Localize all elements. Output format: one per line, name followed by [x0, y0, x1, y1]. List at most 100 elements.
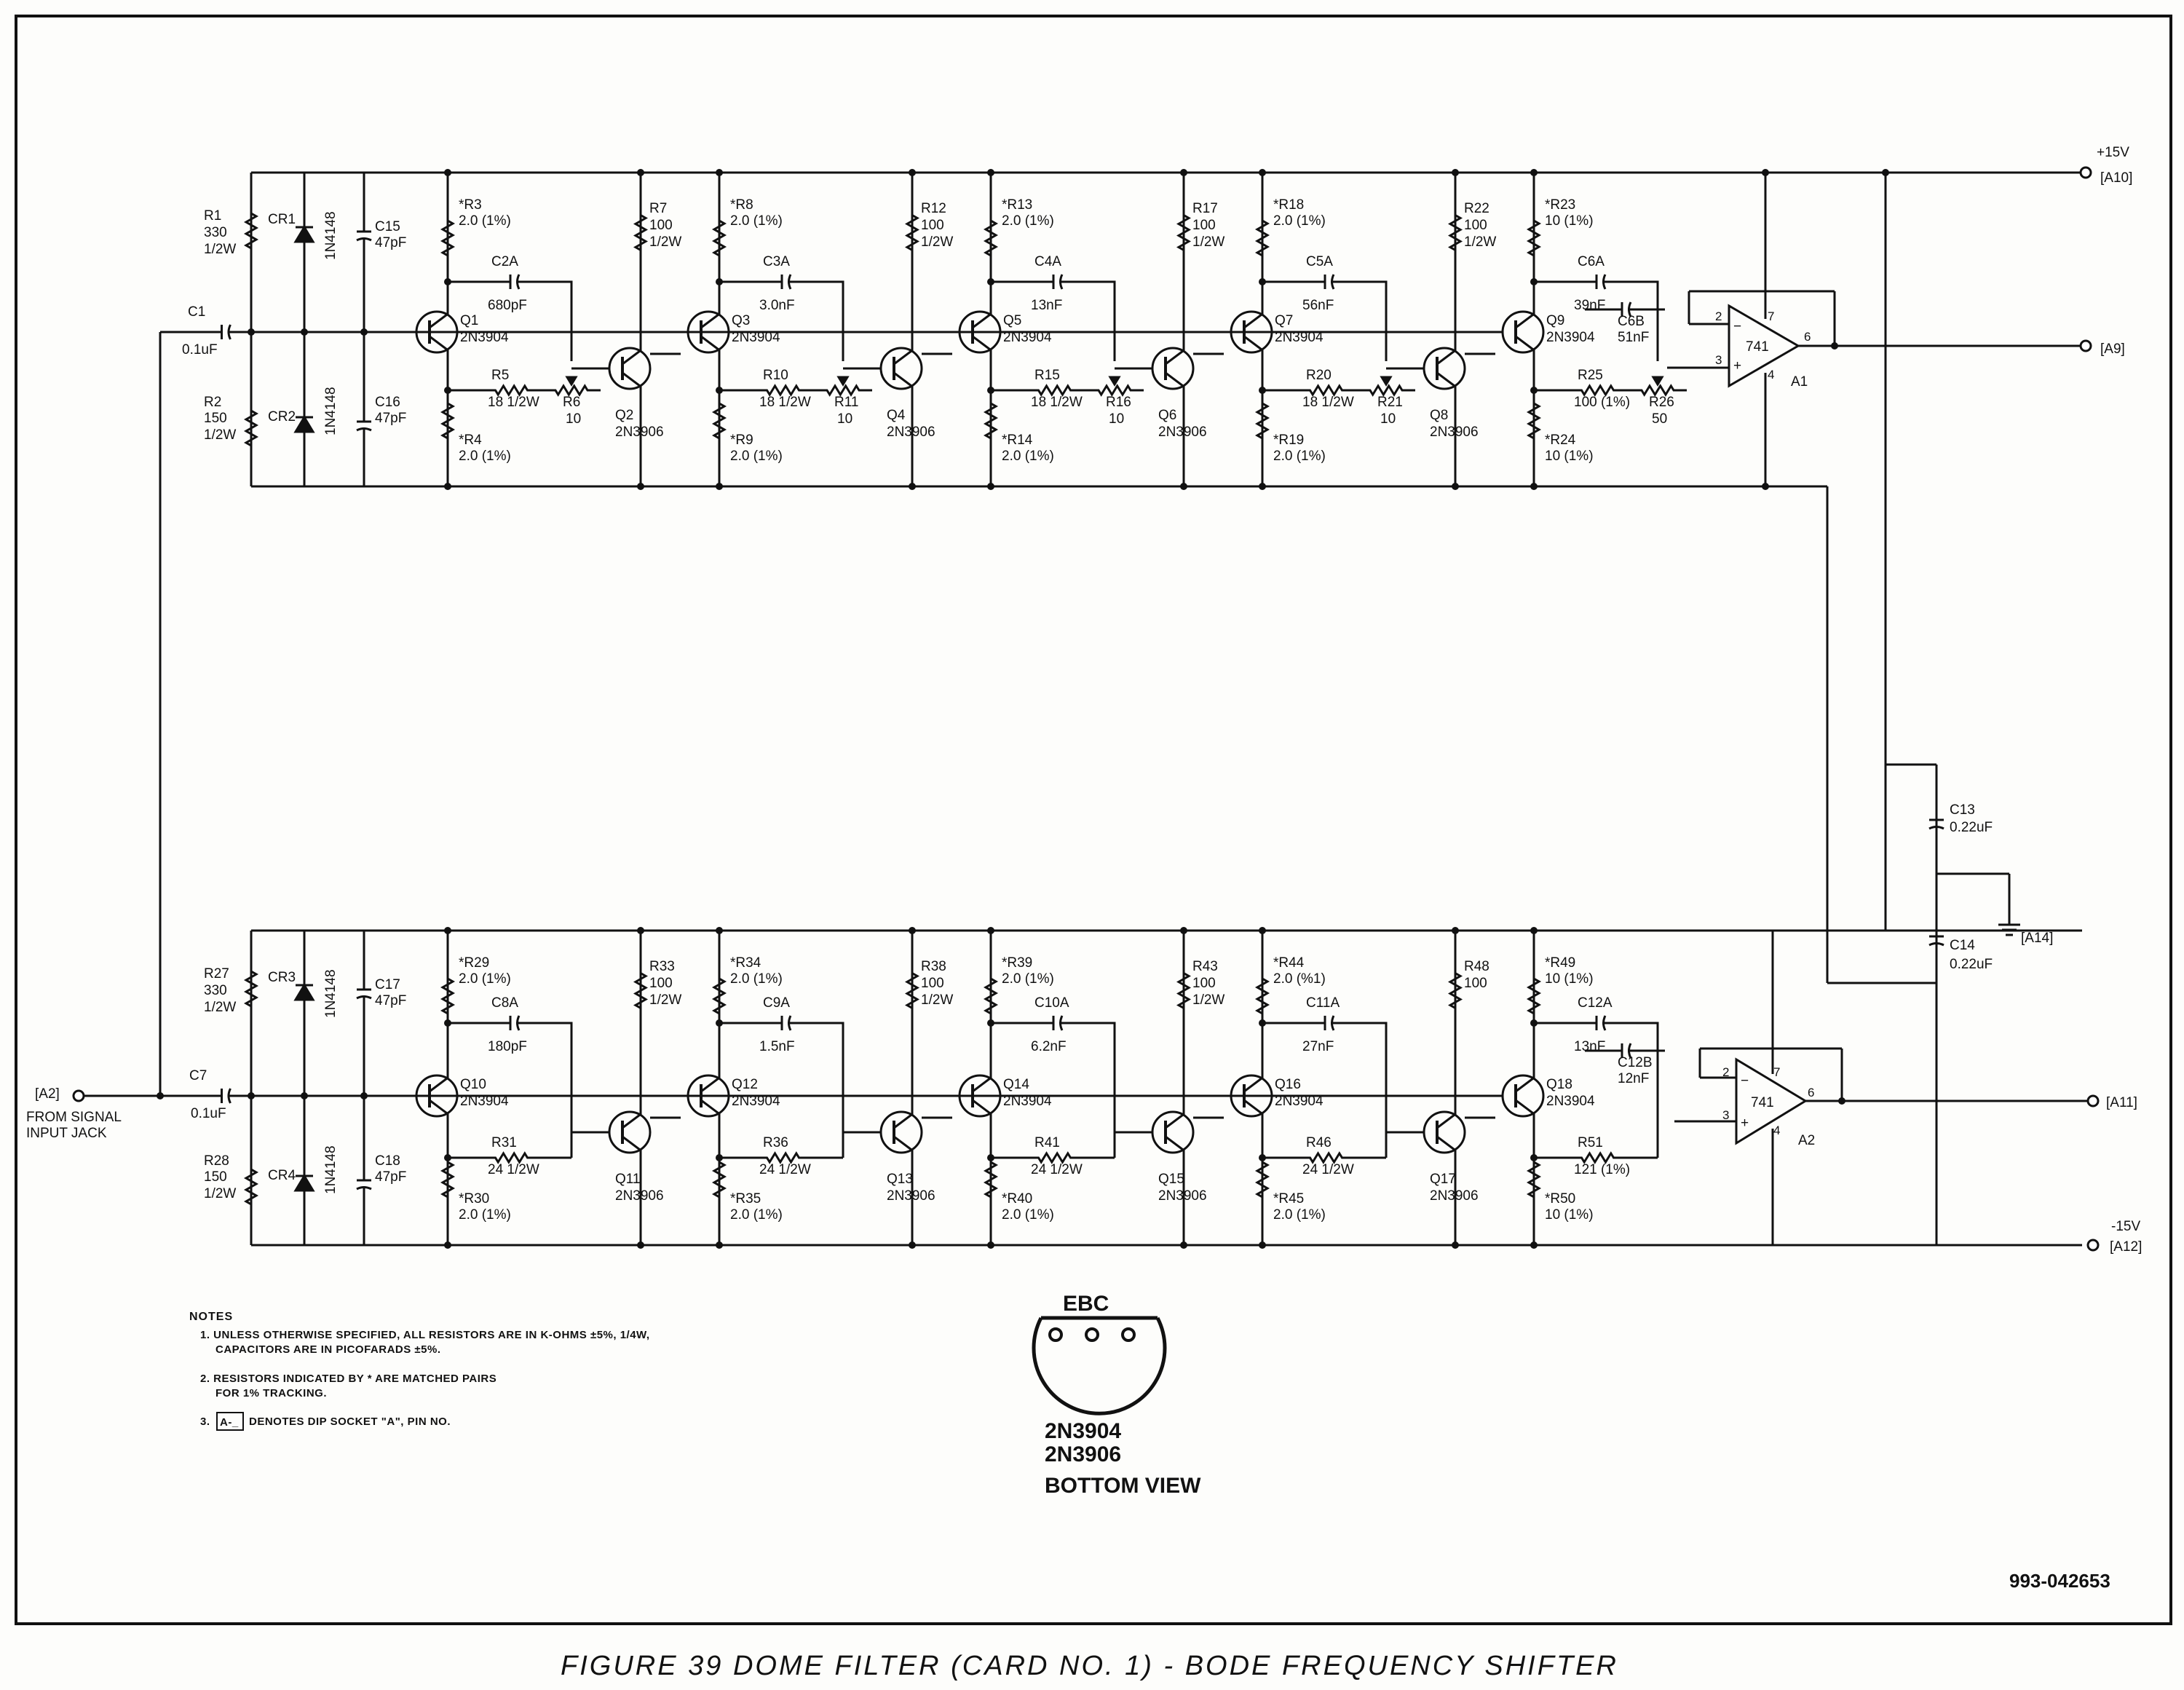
collector-resistor-label: R48: [1464, 959, 1489, 974]
emitter-resistor-bottom: [1526, 1158, 1542, 1201]
pnp-transistor-collector: [622, 350, 641, 366]
collector-resistor-label: R7: [649, 201, 667, 216]
cap-value: 56nF: [1302, 298, 1334, 313]
junction-dot: [248, 328, 255, 336]
series-resistor: [752, 384, 814, 397]
rbot-label: *R45: [1273, 1191, 1304, 1207]
junction-dot: [716, 1019, 723, 1027]
rtop-label: *R39: [1002, 955, 1032, 971]
npn-part: 2N3904: [732, 1094, 780, 1109]
npn-label: Q1: [460, 313, 478, 328]
npn-transistor-emitter: [429, 1099, 448, 1115]
opamp-a1-pin3: 3: [1715, 353, 1722, 367]
npn-transistor-collector: [700, 313, 719, 329]
npn-transistor-collector: [1243, 1077, 1262, 1093]
diode-upper: [293, 983, 315, 1001]
trim-pot: [1636, 384, 1679, 397]
filter-cap-plate: [1059, 1015, 1064, 1031]
emitter-resistor-bottom: [983, 399, 999, 443]
trim-pot-wiper: [1380, 376, 1393, 387]
series-resistor-label: R51: [1578, 1135, 1603, 1150]
r-in-2-label: R2: [204, 395, 221, 410]
coupling-cap-top-plate: [227, 324, 232, 340]
filter-cap-plate: [1331, 1015, 1335, 1031]
pnp-transistor-collector: [1436, 1113, 1455, 1129]
junction-dot: [716, 169, 723, 176]
emitter-resistor-top: [1254, 216, 1270, 260]
emitter-resistor-bottom: [711, 399, 727, 443]
rbot-label: *R30: [459, 1191, 489, 1207]
c13-value: 0.22uF: [1950, 820, 1993, 835]
npn-transistor: [415, 1074, 459, 1118]
pnp-transistor: [879, 1110, 923, 1154]
collector-resistor-value: 100: [649, 218, 673, 233]
cap2-value: 51nF: [1618, 330, 1649, 345]
collector-resistor-label: R22: [1464, 201, 1489, 216]
rbot-label: *R9: [730, 433, 753, 448]
input-jack-label-2: INPUT JACK: [26, 1126, 107, 1141]
pnp-transistor: [879, 347, 923, 390]
junction-dot: [1452, 927, 1459, 934]
series-resistor: [480, 384, 542, 397]
junction-dot: [987, 927, 994, 934]
series-resistor-value: 121 (1%): [1574, 1162, 1630, 1177]
to92-outline: [1032, 1316, 1167, 1415]
series-resistor-value: 18 1/2W: [1302, 395, 1354, 410]
cap-label: C4A: [1034, 254, 1061, 269]
collector-resistor-rating: 1/2W: [1464, 234, 1496, 250]
junction-dot: [444, 278, 451, 285]
junction-dot: [716, 278, 723, 285]
opamp-a2-pin6: 6: [1808, 1086, 1814, 1099]
npn-transistor-collector: [700, 1077, 719, 1093]
emitter-resistor-top: [440, 216, 456, 260]
pnp-label: Q2: [615, 408, 633, 423]
npn-label: Q14: [1003, 1077, 1029, 1092]
cap-upper-plate: [356, 237, 372, 242]
npn-transistor-emitter: [1515, 1099, 1534, 1115]
opamp-a1-pin2: 2: [1715, 309, 1722, 323]
pnp-transistor-emitter: [622, 371, 641, 387]
junction-dot: [444, 1154, 451, 1161]
note-3-number: 3.: [200, 1415, 210, 1428]
cap-value: 39nF: [1574, 298, 1605, 313]
pnp-transistor-emitter: [893, 371, 912, 387]
junction-dot: [909, 927, 916, 934]
pnp-part: 2N3906: [887, 1188, 935, 1204]
cap2-value: 12nF: [1618, 1071, 1649, 1086]
filter-cap-plate: [1331, 274, 1335, 290]
junction-dot: [1882, 169, 1889, 176]
series-resistor: [1295, 384, 1357, 397]
npn-transistor: [687, 310, 730, 354]
junction-dot: [716, 927, 723, 934]
cap-upper-value: 47pF: [375, 235, 406, 250]
cap-lower-label: C18: [375, 1153, 400, 1169]
rbot-value: 10 (1%): [1545, 1207, 1594, 1223]
pinout-view: BOTTOM VIEW: [1045, 1474, 1201, 1498]
connector-a9: [A9]: [2100, 341, 2125, 357]
cap-value: 680pF: [488, 298, 527, 313]
filter-cap-plate: [516, 1015, 521, 1031]
rtop-value: 10 (1%): [1545, 971, 1594, 987]
rbot-value: 2.0 (1%): [459, 1207, 511, 1223]
rbot-value: 2.0 (1%): [730, 449, 783, 464]
series-resistor-label: R20: [1306, 368, 1332, 383]
npn-transistor: [687, 1074, 730, 1118]
cap-lower-plate: [356, 427, 372, 432]
cap-value: 13nF: [1574, 1039, 1605, 1054]
rtop-value: 2.0 (1%): [459, 971, 511, 987]
cap2-label: C6B: [1618, 314, 1645, 329]
trim-pot: [550, 384, 593, 397]
junction-dot: [1259, 483, 1266, 490]
rtop-label: *R44: [1273, 955, 1305, 971]
opamp-a2-pin3: 3: [1722, 1108, 1729, 1122]
junction-dot: [1452, 169, 1459, 176]
npn-part: 2N3904: [732, 330, 780, 345]
figure-caption: FIGURE 39 DOME FILTER (CARD NO. 1) - BOD…: [561, 1651, 1618, 1681]
series-resistor-label: R41: [1034, 1135, 1060, 1150]
junction-dot: [1259, 278, 1266, 285]
emitter-resistor-bottom: [440, 399, 456, 443]
pnp-transistor-collector: [893, 350, 912, 366]
emitter-resistor-bottom: [1254, 1158, 1270, 1201]
collector-resistor: [1176, 213, 1192, 253]
collector-resistor-label: R38: [921, 959, 946, 974]
